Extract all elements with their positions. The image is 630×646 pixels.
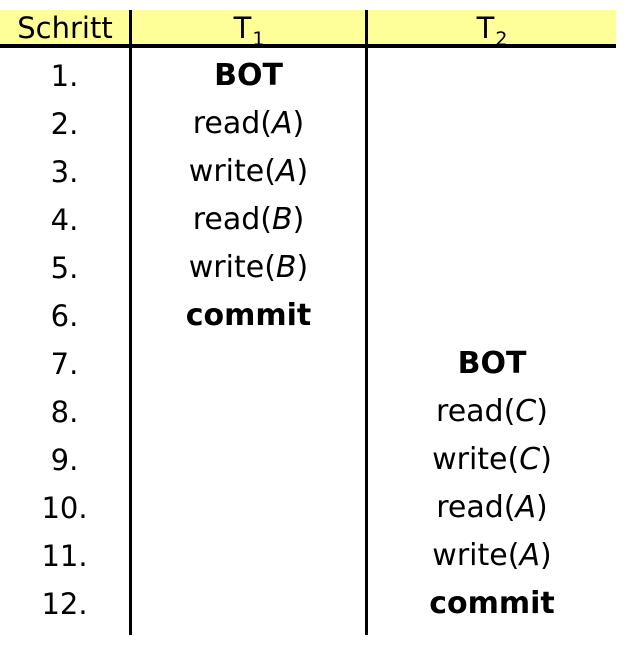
cell-t2-operation: [368, 52, 616, 100]
table-row: 12. commit: [0, 580, 630, 628]
cell-t2-operation: [368, 244, 616, 292]
column-divider-t1-t2: [365, 10, 368, 635]
cell-step-number: 3.: [50, 155, 79, 189]
cell-step-number: 10.: [41, 491, 88, 525]
t2-operation-text: BOT: [457, 346, 527, 381]
cell-step-number: 6.: [50, 299, 79, 333]
cell-step-number: 5.: [50, 251, 79, 285]
table-header-row: Schritt T1 T2: [0, 10, 616, 50]
cell-t2-operation: [368, 196, 616, 244]
t2-operation-text: write(A): [432, 538, 552, 573]
cell-step-number: 12.: [41, 587, 88, 621]
cell-t2-operation: read(A): [368, 484, 616, 532]
cell-step-number: 2.: [50, 107, 79, 141]
t1-operation-text: BOT: [214, 58, 283, 93]
cell-step-number: 4.: [50, 203, 79, 237]
column-header-schritt-label: Schritt: [17, 11, 113, 45]
cell-step-number: 11.: [41, 539, 88, 573]
column-divider-step-t1: [129, 10, 132, 635]
cell-t1-operation: BOT: [132, 52, 365, 100]
cell-t1-operation: read(B): [132, 196, 365, 244]
t1-operation-text: write(B): [188, 250, 309, 285]
table-row: 3. write(A): [0, 148, 630, 196]
column-header-t1-subscript: 1: [252, 28, 265, 50]
cell-step-number: 7.: [50, 347, 79, 381]
cell-t1-operation: [132, 340, 365, 388]
cell-t1-operation: [132, 532, 365, 580]
table-row: 2. read(A): [0, 100, 630, 148]
cell-t1-operation: write(B): [132, 244, 365, 292]
cell-t2-operation: BOT: [368, 340, 616, 388]
column-header-t1: T1: [131, 10, 366, 50]
cell-t1-operation: [132, 388, 365, 436]
cell-t1-operation: [132, 580, 365, 628]
cell-t2-operation: read(C): [368, 388, 616, 436]
cell-t1-operation: write(A): [132, 148, 365, 196]
column-header-schritt: Schritt: [0, 10, 130, 48]
cell-t2-operation: [368, 100, 616, 148]
cell-t2-operation: write(C): [368, 436, 616, 484]
cell-step-number: 8.: [50, 395, 79, 429]
t2-operation-text: write(C): [432, 442, 552, 477]
table-row: 5. write(B): [0, 244, 630, 292]
cell-t1-operation: [132, 484, 365, 532]
cell-step-number: 1.: [50, 59, 79, 93]
t2-operation-text: read(A): [436, 490, 548, 525]
t1-operation-text: commit: [185, 298, 312, 333]
t2-operation-text: commit: [429, 586, 555, 621]
cell-t1-operation: commit: [132, 292, 365, 340]
table-row: 9. write(C): [0, 436, 630, 484]
column-header-t2-label: T: [476, 11, 495, 45]
cell-t1-operation: read(A): [132, 100, 365, 148]
t1-operation-text: read(A): [192, 106, 305, 141]
column-header-t2: T2: [367, 10, 616, 50]
cell-t1-operation: [132, 436, 365, 484]
table-row: 8. read(C): [0, 388, 630, 436]
table-row: 4. read(B): [0, 196, 630, 244]
table-body: 1. BOT 2. read(A) 3. write(A) 4. read(B) 5. write…: [0, 52, 630, 628]
cell-t2-operation: commit: [368, 580, 616, 628]
table-row: 10. read(A): [0, 484, 630, 532]
cell-t2-operation: [368, 148, 616, 196]
cell-t2-operation: [368, 292, 616, 340]
t1-operation-text: read(B): [192, 202, 305, 237]
column-header-t2-subscript: 2: [495, 28, 508, 50]
table-row: 1. BOT: [0, 52, 630, 100]
cell-t2-operation: write(A): [368, 532, 616, 580]
column-header-t1-label: T: [233, 11, 252, 45]
cell-step-number: 9.: [50, 443, 79, 477]
table-row: 7. BOT: [0, 340, 630, 388]
t1-operation-text: write(A): [188, 154, 309, 189]
t2-operation-text: read(C): [436, 394, 548, 429]
table-row: 6. commit: [0, 292, 630, 340]
table-row: 11. write(A): [0, 532, 630, 580]
